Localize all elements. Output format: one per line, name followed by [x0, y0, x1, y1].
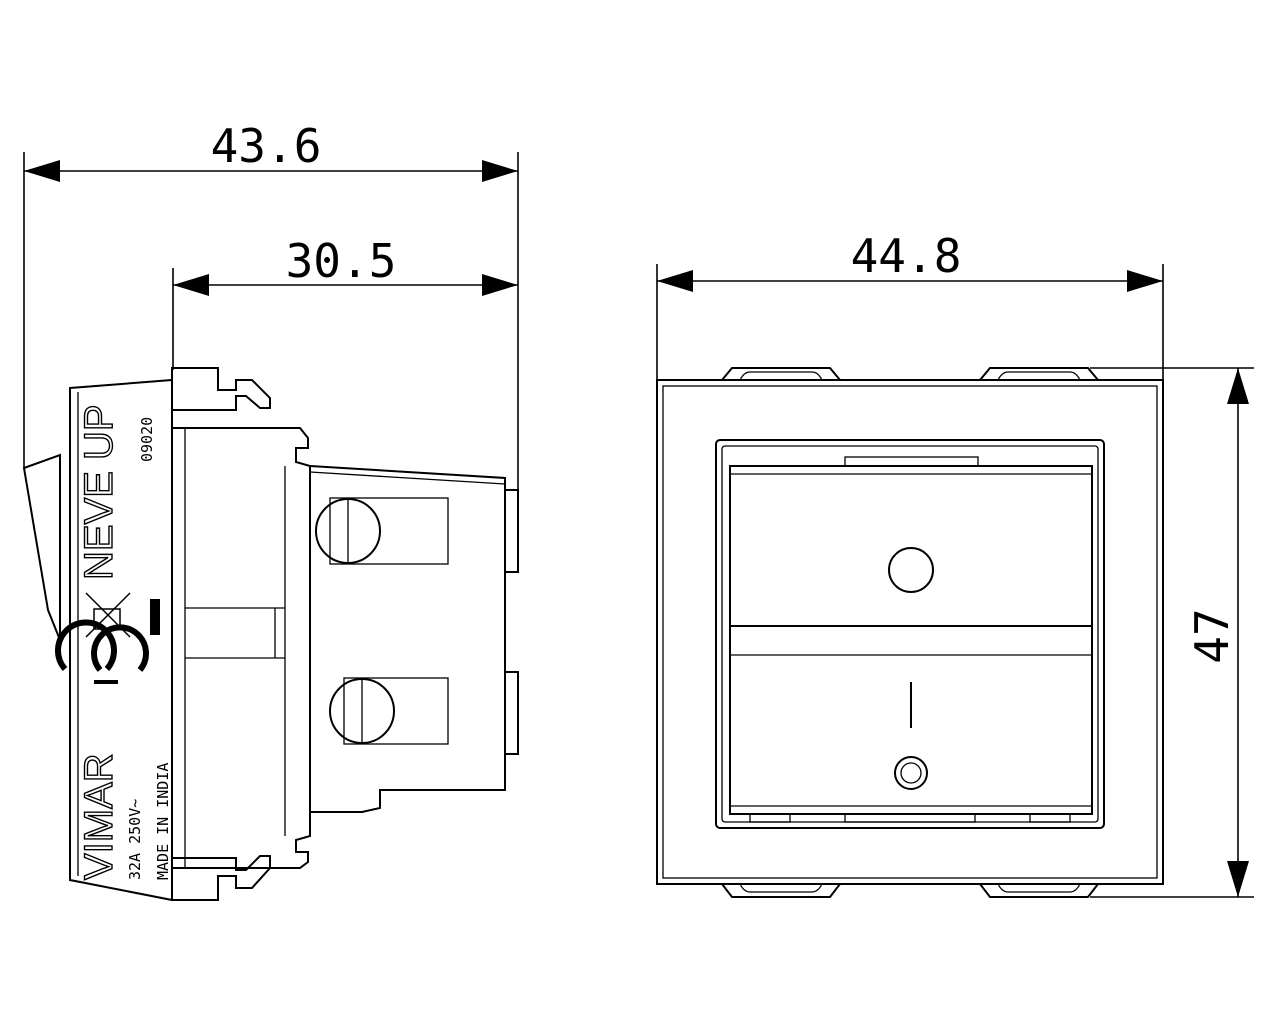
rating-text: 32A 250V~: [126, 799, 144, 880]
rocker-housing: [715, 439, 1105, 829]
rocker-button[interactable]: [729, 465, 1093, 815]
code-text: 09020: [138, 417, 156, 462]
bottom-tab-left: [721, 883, 841, 898]
top-tab-left: [721, 367, 841, 381]
bottom-tab-right: [979, 883, 1099, 898]
terminal-screw-top: [315, 497, 449, 565]
led-slot: [844, 456, 979, 467]
dimension-label-front-height: 47: [1185, 608, 1239, 663]
ce-mark-icon: [55, 619, 149, 684]
side-view: VIMAR NEVE UP 32A 250V~ MADE IN INDIA 09…: [22, 367, 519, 902]
side-markings: VIMAR NEVE UP 32A 250V~ MADE IN INDIA 09…: [76, 404, 172, 881]
front-view: [656, 367, 1164, 898]
brand-text: VIMAR: [77, 753, 121, 880]
rear-tab-top: [505, 489, 519, 573]
dimension-label-front-width: 44.8: [851, 229, 962, 283]
terminal-block: [309, 465, 506, 813]
weee-bin-icon: [85, 592, 160, 638]
rear-tab-bottom: [505, 671, 519, 755]
main-body: [171, 427, 311, 869]
off-symbol-icon: [888, 547, 934, 593]
indicator-lens-icon: [894, 756, 928, 790]
origin-text: MADE IN INDIA: [154, 763, 172, 880]
rocker-lever: [22, 453, 61, 641]
dimension-body-depth: 30.5: [172, 234, 518, 370]
dimension-label-body-depth: 30.5: [286, 234, 397, 288]
bottom-clip: [172, 855, 271, 901]
front-frame: [656, 379, 1164, 885]
dimension-front-height: 47: [1090, 367, 1254, 898]
dimension-front-width: 44.8: [656, 229, 1164, 380]
top-tab-right: [979, 367, 1099, 381]
dimension-label-overall-depth: 43.6: [211, 119, 322, 173]
top-clip: [171, 367, 271, 411]
terminal-screw-bottom: [329, 677, 449, 745]
dimension-overall-depth: 43.6: [23, 119, 519, 490]
series-text: NEVE UP: [77, 404, 121, 580]
